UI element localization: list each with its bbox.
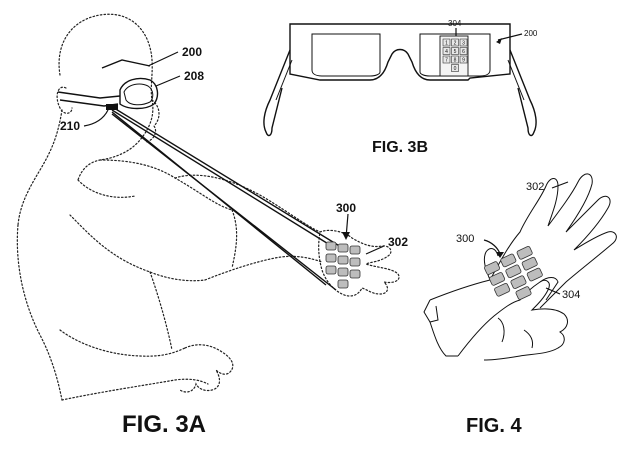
display-key — [451, 64, 459, 72]
projected-keypad — [325, 241, 361, 289]
glasses-right-temple — [509, 49, 537, 137]
ref-200-3a: 200 — [182, 45, 202, 59]
outstretched-arm-top — [174, 174, 321, 233]
glasses-right-lens — [419, 33, 491, 77]
lower-arm — [59, 329, 186, 357]
sleeve-seam — [69, 214, 206, 282]
leader-208 — [155, 75, 181, 87]
pressing-finger — [539, 277, 559, 301]
display-key — [451, 47, 459, 55]
leader-200 — [147, 51, 179, 67]
projection-beam-3 — [113, 107, 347, 251]
display-key-label: 2 — [454, 41, 457, 47]
wrist-sleeve — [423, 299, 439, 323]
lower-arm-2 — [61, 378, 209, 401]
display-key — [459, 55, 468, 64]
palm-hand-outline — [429, 173, 617, 309]
palm-keypad — [484, 246, 543, 300]
display-key — [451, 38, 459, 47]
collar — [77, 179, 136, 198]
arrow-300 — [342, 232, 350, 240]
ref-300-fig4: 300 — [456, 233, 474, 245]
pressing-hand-crease — [497, 317, 505, 343]
display-key — [442, 47, 451, 55]
face-outline — [145, 99, 160, 143]
display-key — [442, 55, 451, 64]
pressing-hand-crease-2 — [523, 329, 533, 349]
display-key-label: 5 — [454, 49, 457, 55]
glasses-left-temple-inner — [275, 59, 293, 101]
leader-302 — [365, 245, 385, 255]
caption-fig-4: FIG. 4 — [466, 415, 522, 437]
fig-4-drawing: 302 300 304 FIG. 4 — [423, 173, 617, 437]
display-key — [451, 55, 459, 64]
glasses-top-temple — [101, 59, 151, 69]
pressing-hand — [457, 279, 568, 361]
glasses-left-lens — [311, 33, 381, 77]
display-key-label: 6 — [462, 49, 465, 55]
caption-fig-3b: FIG. 3B — [372, 139, 428, 156]
ref-302-3a: 302 — [388, 235, 408, 249]
glasses-lens-front — [119, 77, 159, 110]
ref-302-fig4: 302 — [526, 181, 544, 193]
leader-302-fig4 — [551, 181, 569, 189]
arrow-200-3b — [496, 38, 502, 44]
sleeve-cuff — [231, 209, 238, 269]
neck-back — [17, 109, 63, 226]
camera-module — [106, 104, 118, 110]
display-key-label: 7 — [445, 58, 448, 64]
torso-front — [149, 271, 173, 351]
ref-304-3b: 304 — [448, 19, 462, 28]
display-key-label: 4 — [445, 49, 448, 55]
glasses-temple — [57, 91, 121, 99]
projection-beam-4 — [111, 113, 337, 291]
ref-304-fig4: 304 — [562, 289, 580, 301]
display-key-label: 8 — [454, 58, 457, 64]
leader-304-fig4 — [545, 287, 561, 295]
display-key-label: 9 — [462, 58, 465, 64]
glasses-lens-inner — [123, 83, 154, 106]
display-key — [442, 38, 451, 47]
open-hand-outline — [318, 229, 400, 297]
display-key — [459, 38, 468, 47]
outstretched-arm-bottom — [204, 255, 323, 281]
caption-fig-3a: FIG. 3A — [122, 411, 206, 438]
glasses-right-temple-inner — [507, 59, 525, 101]
projection-beam-1 — [111, 109, 331, 246]
display-key — [459, 47, 468, 55]
leader-200-3b — [497, 33, 523, 41]
ref-210: 210 — [60, 119, 80, 133]
display-key-label: 0 — [454, 66, 457, 72]
ref-300-3a: 300 — [336, 201, 356, 215]
glasses-frame-front — [289, 23, 511, 81]
ref-208: 208 — [184, 69, 204, 83]
display-key-label: 3 — [462, 41, 465, 47]
ear — [56, 86, 73, 114]
arrow-300-fig4 — [496, 252, 504, 258]
resting-hand — [179, 344, 234, 393]
ref-200-3b: 200 — [524, 29, 538, 38]
torso-left — [16, 224, 63, 401]
fig-3a-drawing: 200 208 210 300 302 FIG. 3A — [16, 13, 408, 438]
sleeve-lower — [429, 321, 458, 357]
glasses-left-temple — [263, 49, 291, 137]
leader-210 — [83, 109, 109, 127]
display-key-label: 1 — [445, 41, 448, 47]
